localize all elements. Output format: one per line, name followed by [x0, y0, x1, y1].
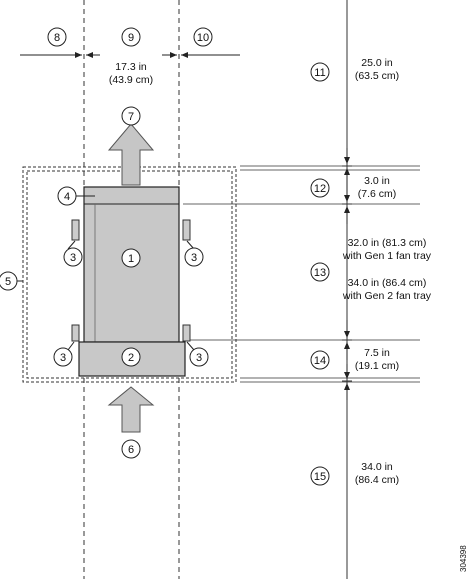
callout-5-label: 5: [5, 276, 11, 288]
callout-9-label: 9: [128, 32, 134, 44]
callout-12-label: 12: [314, 183, 326, 195]
callout-6: 6: [121, 439, 141, 459]
callout-6-label: 6: [128, 444, 134, 456]
callout-2: 2: [121, 347, 141, 367]
mounting-bracket: [71, 219, 80, 241]
intake-arrow: [107, 386, 155, 433]
leader-line: [186, 341, 195, 351]
mounting-bracket: [182, 324, 191, 342]
mounting-bracket: [71, 324, 80, 342]
callout-1: 1: [121, 248, 141, 268]
callout-3-lower-left: 3: [53, 347, 73, 367]
callout-15-label: 15: [314, 471, 326, 483]
callout-3-label: 3: [60, 352, 66, 364]
front-clearance-in: 25.0 in: [361, 57, 393, 69]
callout-14: 14: [310, 350, 330, 370]
fan-depth-in: 7.5 in: [364, 347, 390, 359]
callout-2-label: 2: [128, 352, 134, 364]
callout-15: 15: [310, 466, 330, 486]
callout-3-upper-right: 3: [184, 247, 204, 267]
callout-7: 7: [121, 106, 141, 126]
callout-4-label: 4: [64, 191, 70, 203]
leader-line: [67, 341, 75, 351]
callout-4: 4: [57, 186, 77, 206]
exhaust-arrow: [107, 123, 155, 186]
callout-5: 5: [0, 271, 18, 291]
callout-13: 13: [310, 262, 330, 282]
depth-gen2-line2: with Gen 2 fan tray: [342, 290, 432, 302]
callout-10: 10: [193, 27, 213, 47]
rear-clearance-in: 34.0 in: [361, 461, 393, 473]
callout-3-upper-left: 3: [63, 247, 83, 267]
rack-depth-in: 3.0 in: [364, 175, 390, 187]
width-in-label: 17.3 in: [115, 61, 147, 73]
callout-7-label: 7: [128, 111, 134, 123]
callout-11: 11: [310, 62, 330, 82]
rack-depth-cm: (7.6 cm): [358, 188, 397, 200]
callout-3-label: 3: [196, 352, 202, 364]
depth-gen1-line2: with Gen 1 fan tray: [342, 250, 432, 262]
callout-10-label: 10: [197, 32, 209, 44]
callout-3-label: 3: [191, 252, 197, 264]
width-cm-label: (43.9 cm): [109, 74, 153, 86]
callout-3-lower-right: 3: [189, 347, 209, 367]
front-clearance-cm: (63.5 cm): [355, 70, 399, 82]
callout-1-label: 1: [128, 253, 134, 265]
depth-gen1-line1: 32.0 in (81.3 cm): [348, 237, 427, 249]
callout-9: 9: [121, 27, 141, 47]
callout-8: 8: [47, 27, 67, 47]
leader-line: [67, 240, 76, 250]
rear-clearance-cm: (86.4 cm): [355, 474, 399, 486]
mounting-bracket: [182, 219, 191, 241]
figure-id: 304398: [459, 545, 468, 572]
callout-8-label: 8: [54, 32, 60, 44]
callout-13-label: 13: [314, 267, 326, 279]
callout-12: 12: [310, 178, 330, 198]
fan-depth-cm: (19.1 cm): [355, 360, 399, 372]
callout-3-label: 3: [70, 252, 76, 264]
callout-11-label: 11: [314, 67, 325, 79]
callout-14-label: 14: [314, 355, 326, 367]
depth-gen2-line1: 34.0 in (86.4 cm): [348, 277, 427, 289]
